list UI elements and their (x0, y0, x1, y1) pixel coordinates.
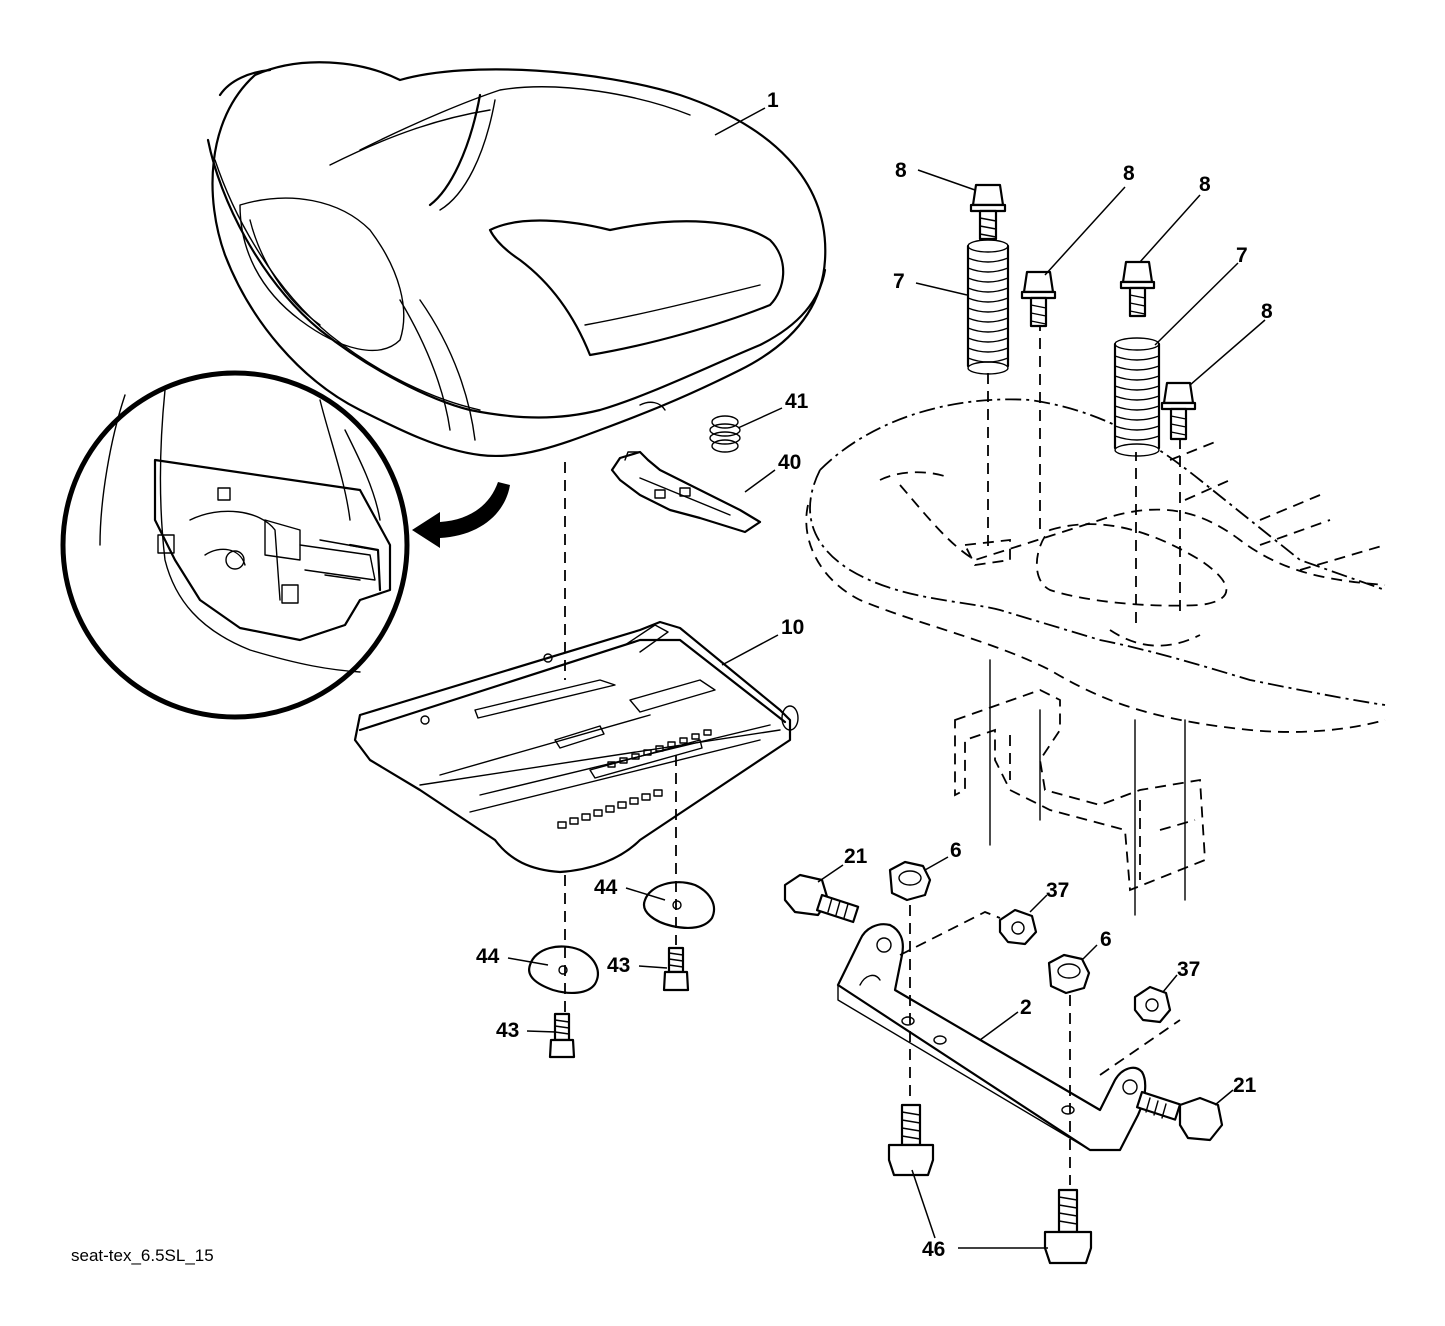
callout-leaders (507, 107, 1266, 1249)
frame-bracket-phantom (954, 689, 1206, 892)
label-nut-right: 6 (1100, 928, 1112, 951)
label-seat-pan: 10 (781, 616, 804, 639)
label-seat-clip: 40 (778, 451, 801, 474)
label-spring-right: 7 (1236, 244, 1248, 267)
label-bracket: 2 (1020, 996, 1032, 1019)
pivot-bolt-left-part (783, 873, 860, 924)
seat-clip-part (610, 450, 762, 534)
label-screw-upper: 43 (607, 954, 630, 977)
label-locknut-left: 37 (1046, 879, 1069, 902)
diagram-caption: seat-tex_6.5SL_15 (71, 1246, 214, 1265)
bolt-c-part (1119, 260, 1156, 318)
label-bolt-b: 8 (1123, 162, 1135, 185)
callout-labels: 1 8 8 8 7 7 8 41 40 10 44 44 43 43 21 6 … (476, 89, 1273, 1261)
bolt-d-part (1160, 381, 1197, 441)
label-flange-bolt: 46 (922, 1238, 945, 1261)
label-screw-lower: 43 (496, 1019, 519, 1042)
detail-inset (60, 370, 410, 720)
seat-part (206, 61, 827, 458)
screw-upper-part (662, 946, 690, 992)
nut-left-part (888, 860, 932, 902)
flange-bolt-lower-part (1043, 1188, 1093, 1265)
nut-right-part (1047, 953, 1091, 995)
bolt-b-part (1020, 270, 1057, 328)
spring-right-part (1113, 337, 1161, 457)
frame-phantom (805, 398, 1386, 733)
label-pivot-bolt-left: 21 (844, 845, 868, 868)
label-nut-left: 6 (950, 839, 962, 862)
label-bolt-a: 8 (895, 159, 907, 182)
label-seat: 1 (767, 89, 779, 112)
label-spring-left: 7 (893, 270, 905, 293)
label-washer-upper: 44 (594, 876, 618, 899)
label-locknut-right: 37 (1177, 958, 1200, 981)
label-bolt-d: 8 (1261, 300, 1273, 323)
seat-pan-part (353, 620, 799, 874)
screw-lower-part (548, 1012, 576, 1059)
bolt-a-part (969, 183, 1007, 241)
washer-lower-part (528, 945, 599, 995)
label-washer-lower: 44 (476, 945, 500, 968)
locknut-left-part (998, 908, 1038, 946)
label-bolt-c: 8 (1199, 173, 1211, 196)
spring-left-part (966, 239, 1010, 375)
washer-upper-part (642, 881, 716, 929)
curved-arrow-icon (412, 482, 510, 548)
locknut-right-part (1133, 985, 1172, 1024)
flange-bolt-upper-part (887, 1103, 935, 1177)
small-spring-part (709, 415, 741, 453)
label-small-spring: 41 (785, 390, 809, 413)
pivot-bolt-right-part (1135, 1090, 1224, 1142)
label-pivot-bolt-right: 21 (1233, 1074, 1257, 1097)
bracket-part (836, 923, 1147, 1152)
